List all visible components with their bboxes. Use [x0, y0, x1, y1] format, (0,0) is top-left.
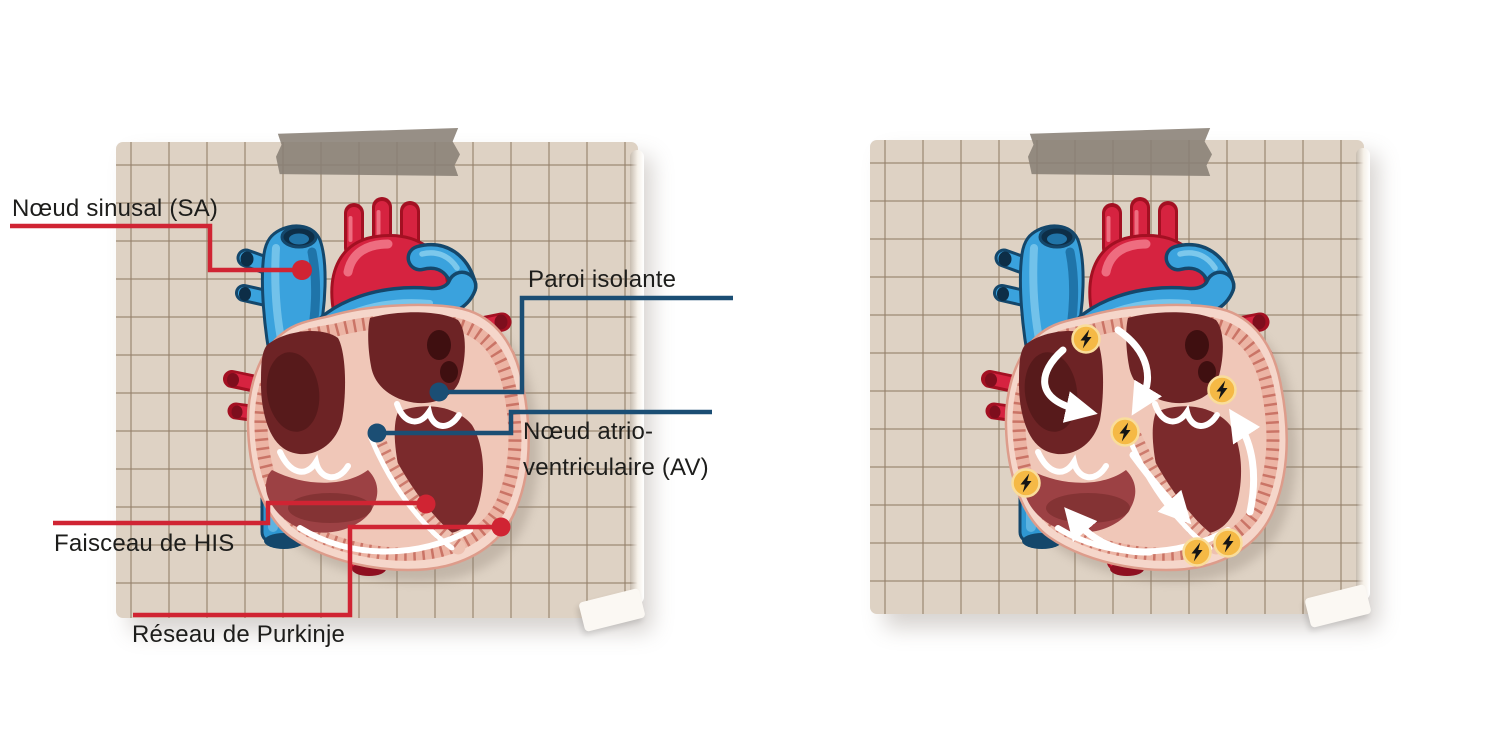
- tape-icon: [276, 128, 460, 176]
- label-av-node-line1: Nœud atrio-: [523, 418, 654, 445]
- label-av-node-line2: ventriculaire (AV): [523, 454, 709, 481]
- paper-note-right: [870, 140, 1372, 629]
- label-purkinje-network: Réseau de Purkinje: [132, 621, 346, 648]
- label-av-node: Nœud atrio- ventriculaire (AV): [523, 414, 709, 486]
- paper-curl-edge: [630, 150, 644, 604]
- tape-icon: [1028, 128, 1212, 176]
- label-paroi-isolante: Paroi isolante: [528, 266, 677, 293]
- label-his-bundle: Faisceau de HIS: [54, 530, 235, 557]
- paper-curl-corner: [578, 587, 646, 633]
- label-sa-node: Nœud sinusal (SA): [12, 195, 219, 222]
- paper-curl-edge: [1356, 148, 1370, 600]
- paper-curl-corner: [1304, 583, 1372, 629]
